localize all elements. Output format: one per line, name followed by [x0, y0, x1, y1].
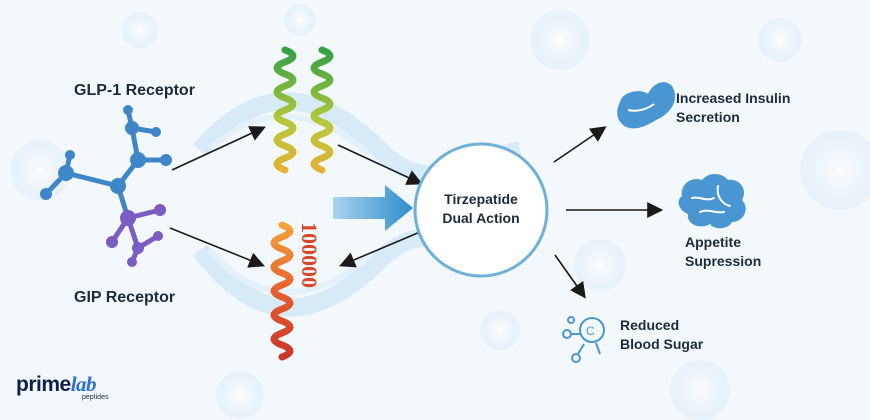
center-label-line1: Tirzepatide [444, 191, 518, 207]
big-action-arrow [333, 185, 413, 231]
outcome-sugar: Reduced Blood Sugar [620, 316, 703, 354]
primelab-logo: primelab peptides [16, 372, 108, 408]
outcome-appetite-line1: Appetite [685, 234, 741, 250]
brain-icon [678, 174, 746, 229]
center-label: Tirzepatide Dual Action [414, 190, 548, 228]
outcome-insulin-line1: Increased Insulin [676, 90, 791, 106]
glp1-receptor-label: GLP-1 Receptor [74, 82, 195, 99]
pancreas-icon [617, 82, 676, 129]
arrow-center-to-insulin [553, 126, 607, 163]
arrow-molecule-to-gip [169, 227, 265, 268]
outcome-sugar-line1: Reduced [620, 317, 680, 333]
logo-subtitle: peptides [82, 394, 109, 401]
outcome-appetite-line2: Supression [685, 252, 762, 269]
arrow-glp1-to-center [337, 144, 423, 185]
outcome-insulin: Increased Insulin Secretion [676, 89, 790, 127]
outcome-insulin-line2: Secretion [676, 108, 740, 125]
background-bubbles [10, 4, 870, 420]
logo-main-a: prime [16, 373, 71, 396]
center-circle [413, 142, 549, 278]
svg-text:C: C [586, 324, 595, 338]
molecule-icon [40, 105, 172, 267]
helix-label: 100000 [297, 222, 322, 288]
gip-receptor-label: GIP Receptor [74, 289, 176, 306]
outcome-sugar-line2: Blood Sugar [620, 335, 704, 352]
gip-receptor-helix [270, 221, 294, 361]
glp1-receptor-helix [273, 46, 334, 174]
arrow-molecule-to-glp1 [171, 126, 266, 171]
glucose-icon: C [562, 316, 605, 363]
connector-arrows [169, 126, 664, 299]
arrow-center-to-sugar [554, 254, 586, 299]
outcome-appetite: Appetite Supression [685, 233, 761, 271]
logo-main-b: lab [70, 372, 97, 396]
center-label-line2: Dual Action [442, 209, 520, 226]
logo-wordmark: primelab [16, 372, 97, 397]
arrow-center-to-gip [339, 231, 421, 268]
